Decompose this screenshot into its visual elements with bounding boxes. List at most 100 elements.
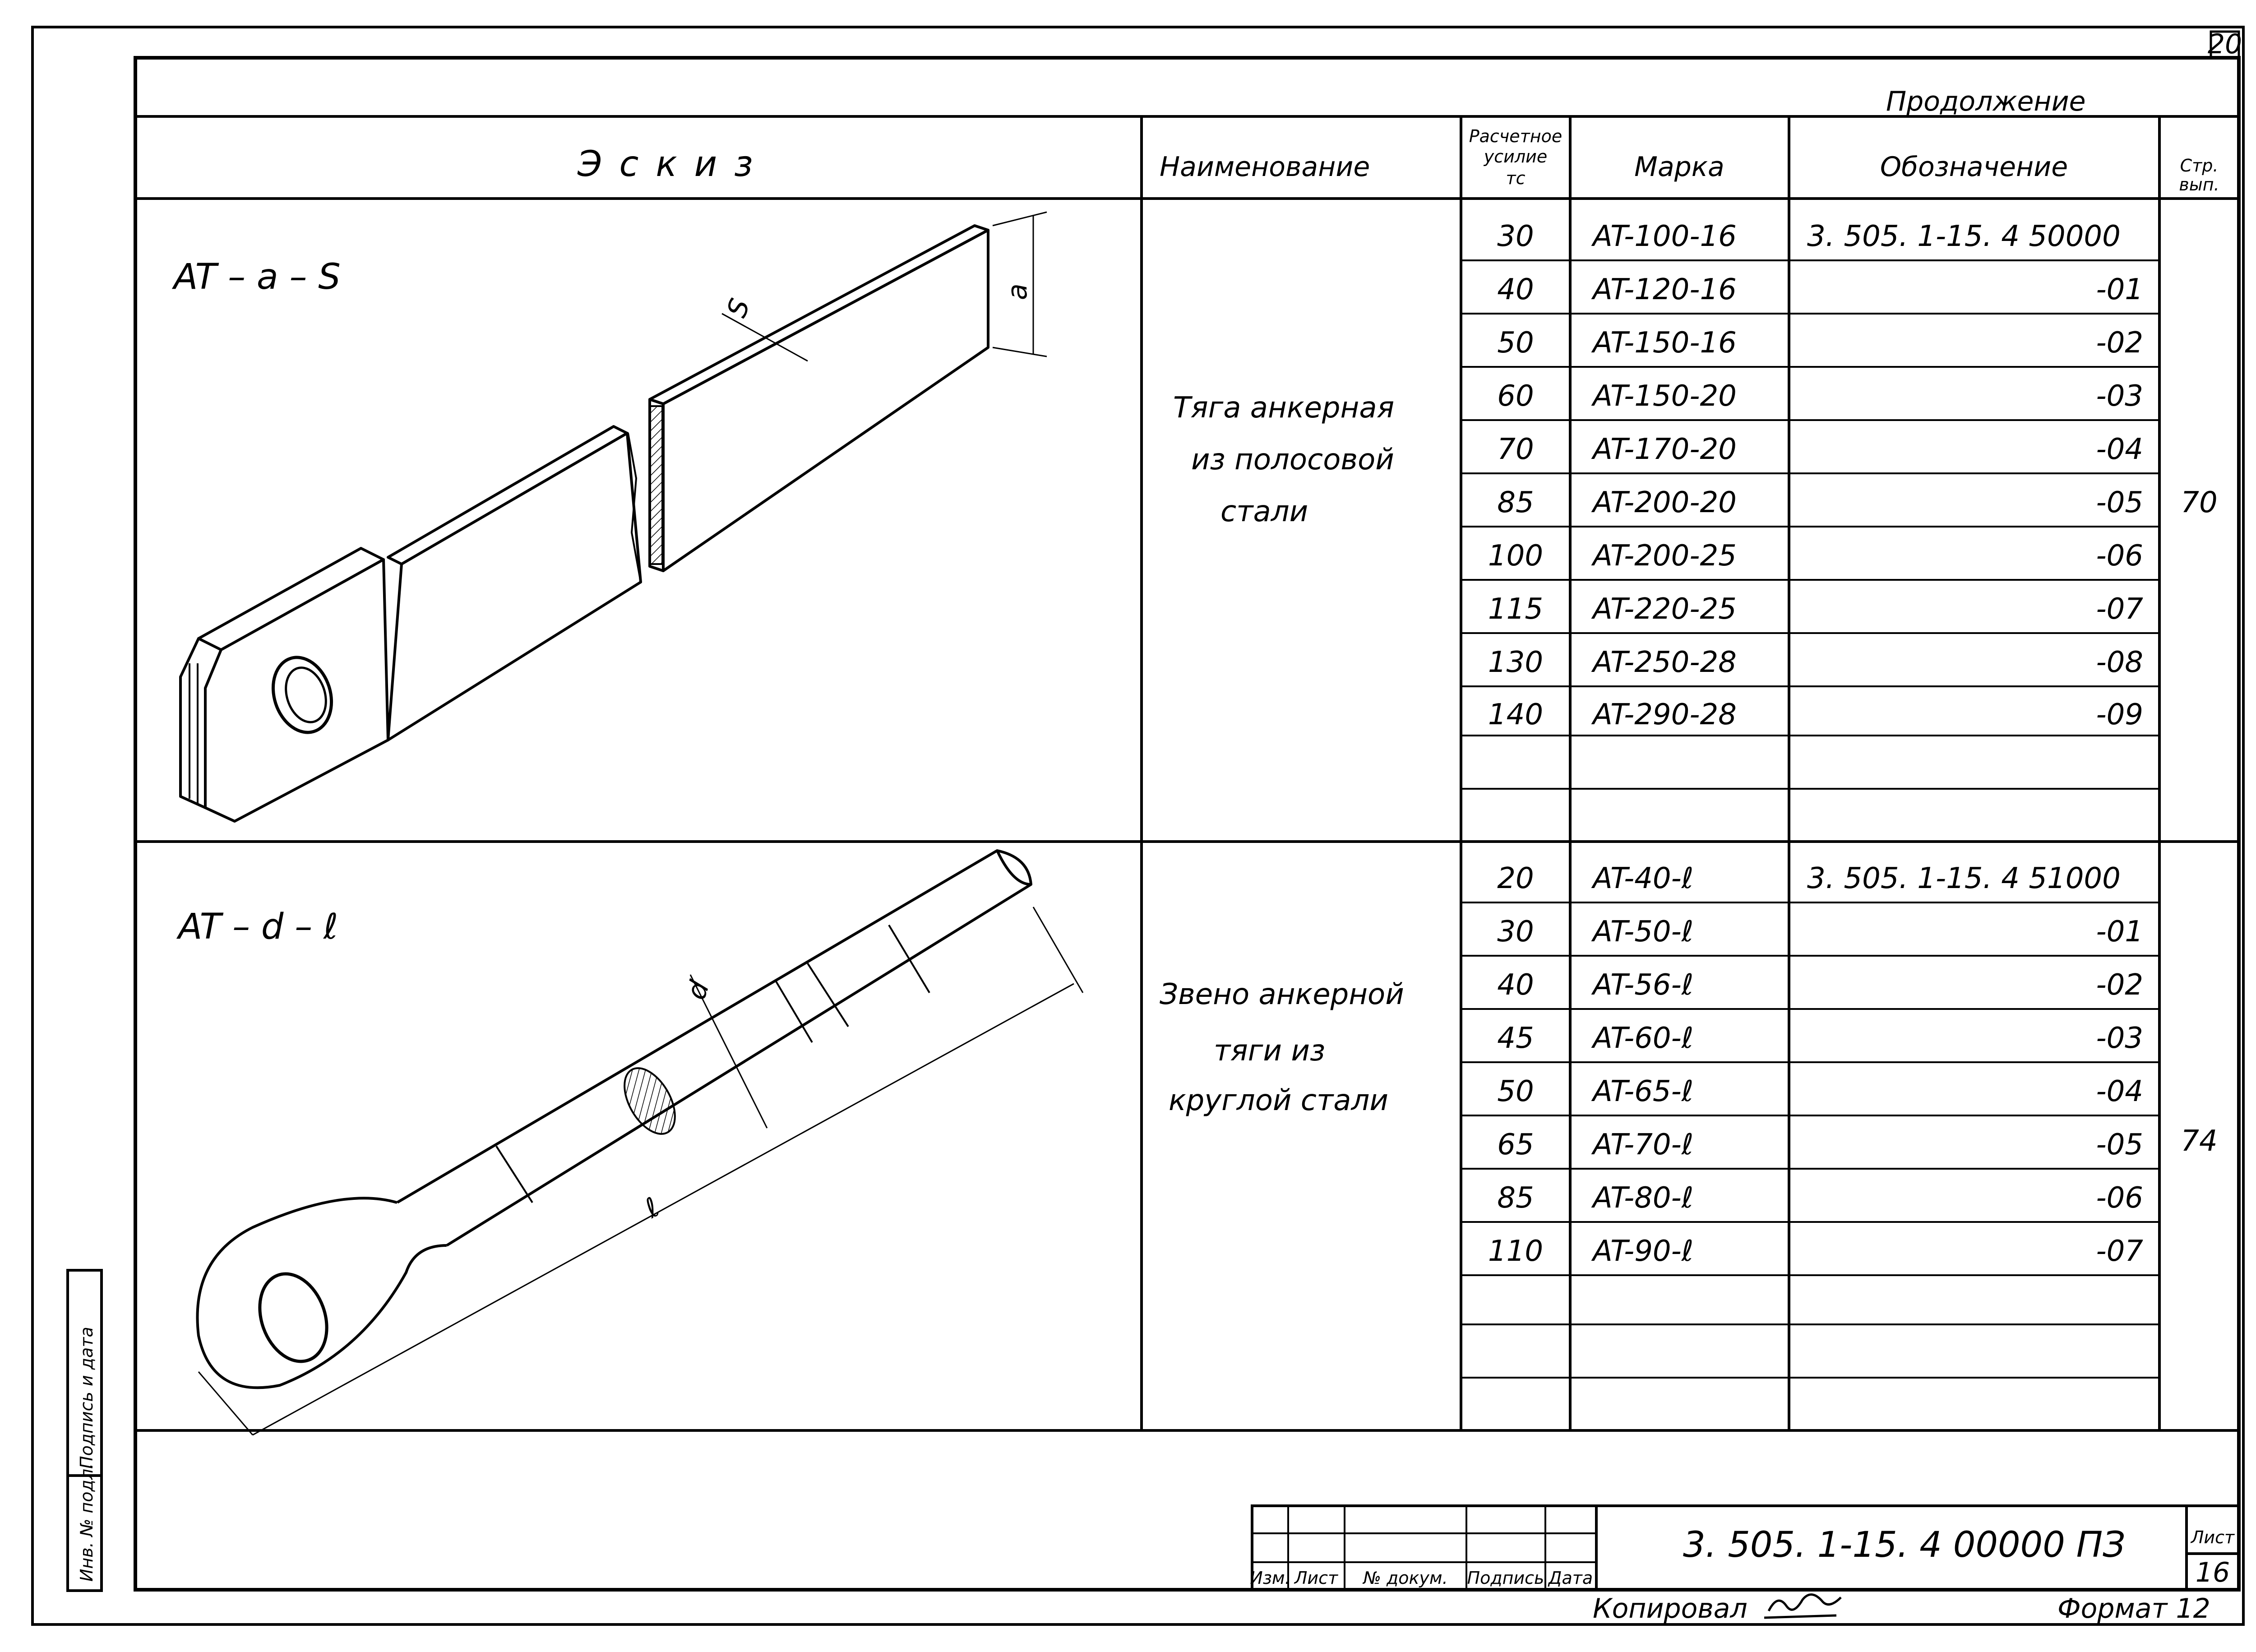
group1-name-line3: стали (1220, 495, 1308, 528)
table-cell-mark: AT-60-ℓ (1591, 1022, 1693, 1055)
table-cell-force: 50 (1497, 1075, 1534, 1108)
dimension-d-label: d (680, 976, 716, 1004)
sheet-number: 16 (2196, 1557, 2230, 1588)
table-cell-designation: -02 (2096, 326, 2143, 360)
table-cell-designation: 3. 505. 1-15. 4 51000 (1807, 862, 2121, 895)
title-block-col-doc-no: № докум. (1362, 1568, 1447, 1588)
group1-table: 30 AT-100-16 3. 505. 1-15. 4 50000 40 AT… (1488, 220, 2143, 731)
header-page-l1: Стр. (2180, 156, 2219, 176)
table-cell-force: 115 (1488, 592, 1543, 626)
group2-name-line1: Звено анкерной (1160, 978, 1404, 1011)
group2-table: 20 AT-40-ℓ 3. 505. 1-15. 4 51000 30 AT-5… (1488, 862, 2143, 1268)
header-page-l2: вып. (2179, 175, 2219, 194)
side-stamp (66, 1269, 103, 1592)
table-cell-force: 30 (1497, 220, 1534, 253)
continuation-label: Продолжение (1886, 86, 2086, 117)
side-stamp-signature: Подпись и дата (77, 1327, 97, 1469)
table-cell-mark: AT-50-ℓ (1591, 915, 1693, 949)
table-cell-force: 70 (1497, 433, 1534, 466)
header-force-l1: Расчетное (1469, 126, 1563, 146)
table-cell-designation: -04 (2096, 433, 2143, 466)
header-name: Наименование (1160, 151, 1370, 183)
table-cell-force: 85 (1497, 486, 1534, 519)
table-cell-force: 40 (1497, 968, 1534, 1002)
sketch1-label: AT – a – S (171, 257, 341, 297)
table-cell-mark: AT-65-ℓ (1591, 1075, 1693, 1108)
header-designation: Обозначение (1880, 151, 2068, 183)
table-cell-designation: -06 (2096, 1181, 2143, 1215)
group2-row-lines (1461, 902, 2159, 1379)
group2-page: 74 (2181, 1124, 2217, 1158)
table-cell-force: 20 (1497, 862, 1534, 895)
table-cell-designation: -05 (2096, 486, 2143, 519)
table-cell-designation: -06 (2096, 539, 2143, 573)
table-cell-force: 40 (1497, 273, 1534, 306)
page-number: 20 (2208, 28, 2242, 60)
sheet-frame (31, 26, 2245, 1626)
group1-name-line1: Тяга анкерная (1173, 391, 1394, 425)
table-cell-force: 140 (1488, 698, 1543, 731)
table-cell-designation: -08 (2096, 646, 2143, 679)
table-cell-designation: -07 (2096, 1235, 2143, 1268)
table-cell-force: 100 (1488, 539, 1543, 573)
table-cell-designation: -05 (2096, 1128, 2143, 1161)
table-cell-force: 60 (1497, 379, 1534, 413)
table-cell-mark: AT-220-25 (1591, 592, 1737, 626)
table-cell-mark: AT-120-16 (1591, 273, 1737, 306)
table-cell-force: 110 (1488, 1235, 1543, 1268)
table-cell-force: 65 (1497, 1128, 1534, 1161)
copier-signature (1764, 1593, 1842, 1619)
table-cell-designation: -04 (2096, 1075, 2143, 1108)
dimension-s-label: S (721, 295, 757, 322)
sketch2-label: AT – d – ℓ (176, 907, 338, 947)
group1-page: 70 (2181, 486, 2217, 519)
header-mark: Марка (1634, 151, 1724, 183)
table-cell-designation: 3. 505. 1-15. 4 50000 (1807, 220, 2121, 253)
sheet-label: Лист (2190, 1527, 2235, 1547)
header-sketch: Эскиз (577, 144, 770, 185)
dimension-l-label: ℓ (639, 1191, 665, 1225)
header-force-l3: тс (1506, 168, 1525, 188)
dimension-a-label: a (1002, 283, 1033, 300)
sketch2-round-link (196, 849, 1084, 1436)
table-cell-mark: AT-250-28 (1591, 646, 1737, 679)
table-cell-mark: AT-150-16 (1591, 326, 1737, 360)
table-cell-designation: -03 (2096, 379, 2143, 413)
group1-row-lines (1461, 259, 2159, 790)
title-block-col-sheet: Лист (1294, 1568, 1339, 1588)
side-stamp-inv: Инв. № подл. (77, 1463, 97, 1582)
group1-name-line2: из полосовой (1191, 443, 1394, 477)
table-cell-mark: AT-150-20 (1591, 379, 1737, 413)
table-cell-mark: AT-200-25 (1591, 539, 1737, 573)
group2-name-line2: тяги из (1214, 1034, 1325, 1068)
table-cell-designation: -02 (2096, 968, 2143, 1002)
table-cell-designation: -01 (2096, 273, 2143, 306)
table-cell-mark: AT-100-16 (1591, 220, 1737, 253)
copied-by-label: Копировал (1593, 1593, 1747, 1624)
title-block-col-date: Дата (1548, 1568, 1593, 1588)
table-cell-mark: AT-56-ℓ (1591, 968, 1693, 1002)
table-cell-mark: AT-80-ℓ (1591, 1181, 1693, 1215)
group2-name-line3: круглой стали (1169, 1084, 1388, 1117)
document-code: 3. 505. 1-15. 4 00000 ПЗ (1683, 1525, 2125, 1565)
title-block-col-signature: Подпись (1467, 1568, 1544, 1588)
title-block-col-change: Изм. (1250, 1568, 1290, 1588)
header-lines (135, 115, 2239, 1432)
header-force-l2: усилие (1484, 147, 1547, 167)
table-cell-force: 30 (1497, 915, 1534, 949)
title-block (1251, 1504, 2240, 1591)
table-cell-designation: -09 (2096, 698, 2143, 731)
table-cell-force: 50 (1497, 326, 1534, 360)
table-cell-designation: -01 (2096, 915, 2143, 949)
table-cell-mark: AT-290-28 (1591, 698, 1737, 731)
format-label: Формат 12 (2057, 1593, 2210, 1624)
table-cell-mark: AT-170-20 (1591, 433, 1737, 466)
sketch1-flat-bar (179, 211, 1047, 823)
table-cell-force: 130 (1488, 646, 1543, 679)
table-cell-force: 45 (1497, 1022, 1534, 1055)
table-cell-mark: AT-40-ℓ (1591, 862, 1693, 895)
table-cell-designation: -03 (2096, 1022, 2143, 1055)
table-cell-designation: -07 (2096, 592, 2143, 626)
table-cell-force: 85 (1497, 1181, 1534, 1215)
